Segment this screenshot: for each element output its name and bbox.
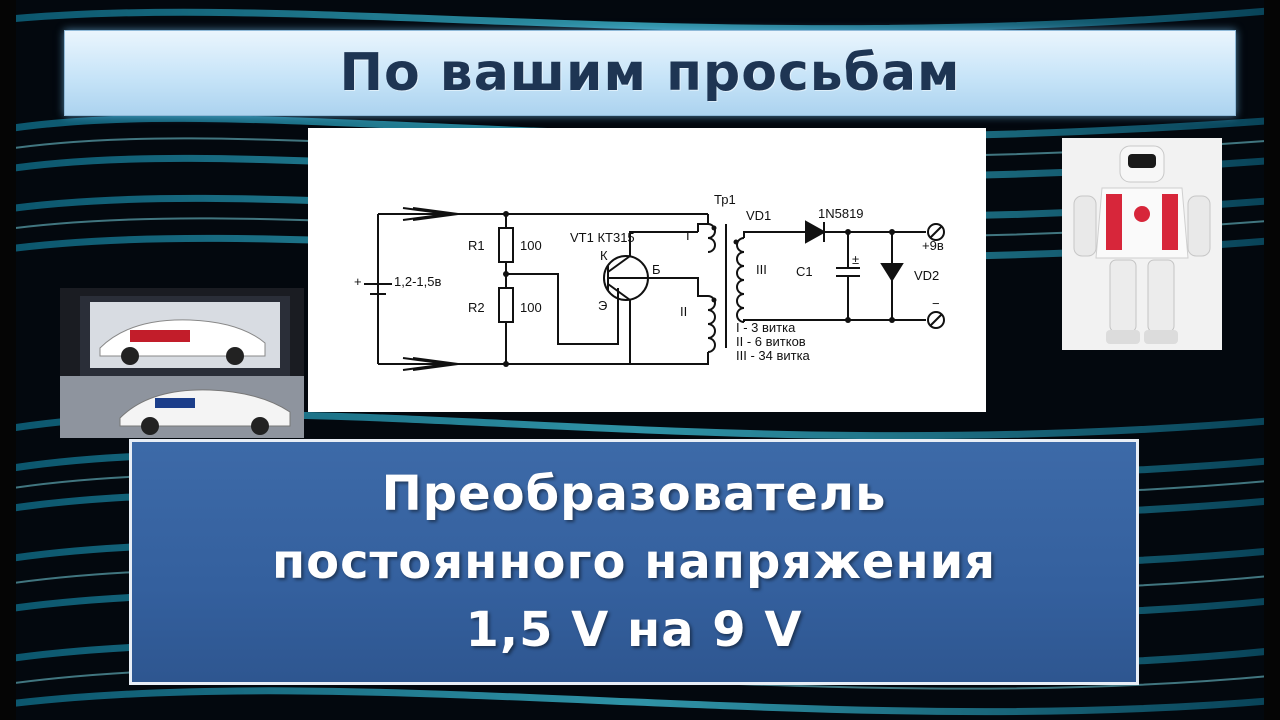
label-r1: R1 <box>468 238 485 253</box>
label-out-minus: − <box>932 296 940 311</box>
label-r2-value: 100 <box>520 300 542 315</box>
frame-right <box>1264 0 1280 720</box>
label-base: Б <box>652 262 661 277</box>
label-transistor: VT1 КТ315 <box>570 230 635 245</box>
title-line-1: Преобразователь <box>381 466 887 522</box>
toy-cars-photo <box>60 288 304 438</box>
label-c1-polarity: ± <box>852 252 859 267</box>
title-line-2: постоянного напряжения <box>271 534 997 590</box>
legend-winding-1: I - 3 витка <box>736 320 796 335</box>
label-battery: 1,2-1,5в <box>394 274 441 289</box>
label-transformer: Тр1 <box>714 192 736 207</box>
legend-winding-3: III - 34 витка <box>736 348 811 363</box>
banner-title: По вашим просьбам <box>339 43 961 103</box>
label-r1-value: 100 <box>520 238 542 253</box>
label-diode-model: 1N5819 <box>818 206 864 221</box>
circuit-schematic: Тр1 VD1 1N5819 R1 100 R2 100 VT1 КТ315 К… <box>308 128 986 412</box>
label-winding-1: I <box>686 228 690 243</box>
label-winding-3: III <box>756 262 767 277</box>
toy-robot-photo <box>1062 138 1222 350</box>
title-panel: Преобразователь постоянного напряжения 1… <box>129 439 1139 685</box>
legend-winding-2: II - 6 витков <box>736 334 806 349</box>
top-banner: По вашим просьбам <box>64 30 1236 116</box>
frame-left <box>0 0 16 720</box>
label-emitter: Э <box>598 298 607 313</box>
label-collector: К <box>600 248 608 263</box>
label-r2: R2 <box>468 300 485 315</box>
label-battery-plus: + <box>354 274 362 289</box>
label-vd1: VD1 <box>746 208 771 223</box>
label-c1: C1 <box>796 264 813 279</box>
label-vd2: VD2 <box>914 268 939 283</box>
label-out-plus: +9в <box>922 238 944 253</box>
title-line-3: 1,5 V на 9 V <box>465 602 803 658</box>
label-winding-2: II <box>680 304 687 319</box>
